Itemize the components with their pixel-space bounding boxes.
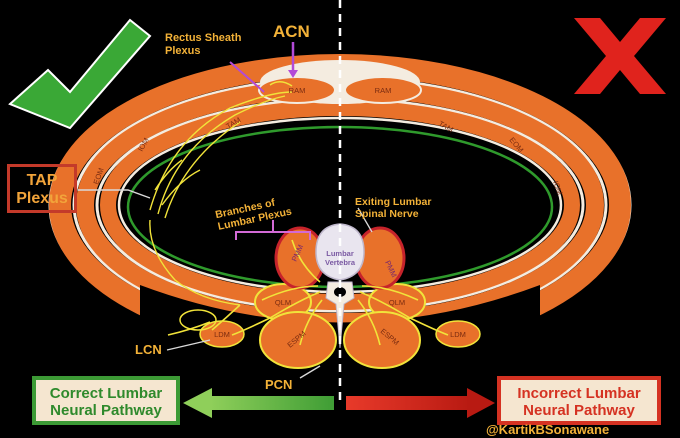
correct-arrow <box>183 388 334 418</box>
lumbar-nerve-branches <box>167 239 449 346</box>
exiting-line: Spinal Nerve <box>355 208 419 220</box>
exiting-line: Exiting Lumbar <box>355 196 431 208</box>
ldm-right <box>435 320 481 348</box>
cross-icon <box>574 18 666 94</box>
ldm-outline-left <box>179 309 217 331</box>
pointer-lines <box>78 189 321 379</box>
pcn-label: PCN <box>265 377 292 392</box>
vert-line: Vertebra <box>325 258 356 267</box>
ram-label-right: RAM <box>375 86 392 95</box>
espm-right <box>343 311 421 369</box>
exiting-nerve-pointer <box>357 207 373 233</box>
ram-label-left: RAM <box>289 86 306 95</box>
espm-left <box>259 311 337 369</box>
incorrect-arrow <box>346 388 495 418</box>
branches-bracket <box>235 220 311 240</box>
ram-right <box>344 76 422 104</box>
author-handle: @KartikBSonawane <box>486 422 610 437</box>
qlm-label-right: QLM <box>389 298 405 307</box>
vert-line: Lumbar <box>326 249 354 258</box>
acn-label: ACN <box>273 22 310 41</box>
tap-plexus-nerves <box>149 91 293 306</box>
rsp-line: Plexus <box>165 45 200 57</box>
rsp-arrow <box>229 61 265 93</box>
ldm-label-left: LDM <box>214 330 230 339</box>
ram-left <box>258 76 336 104</box>
acn-arrowhead <box>288 70 298 78</box>
qlm-label-left: QLM <box>275 298 291 307</box>
ldm-label-right: LDM <box>450 330 466 339</box>
acn-branch <box>269 81 293 87</box>
rsp-line: Rectus Sheath <box>165 32 242 44</box>
lcn-label: LCN <box>135 342 162 357</box>
check-icon <box>8 18 152 130</box>
branches-lumbar-plexus-label: Branches ofLumbar Plexus <box>214 194 293 233</box>
